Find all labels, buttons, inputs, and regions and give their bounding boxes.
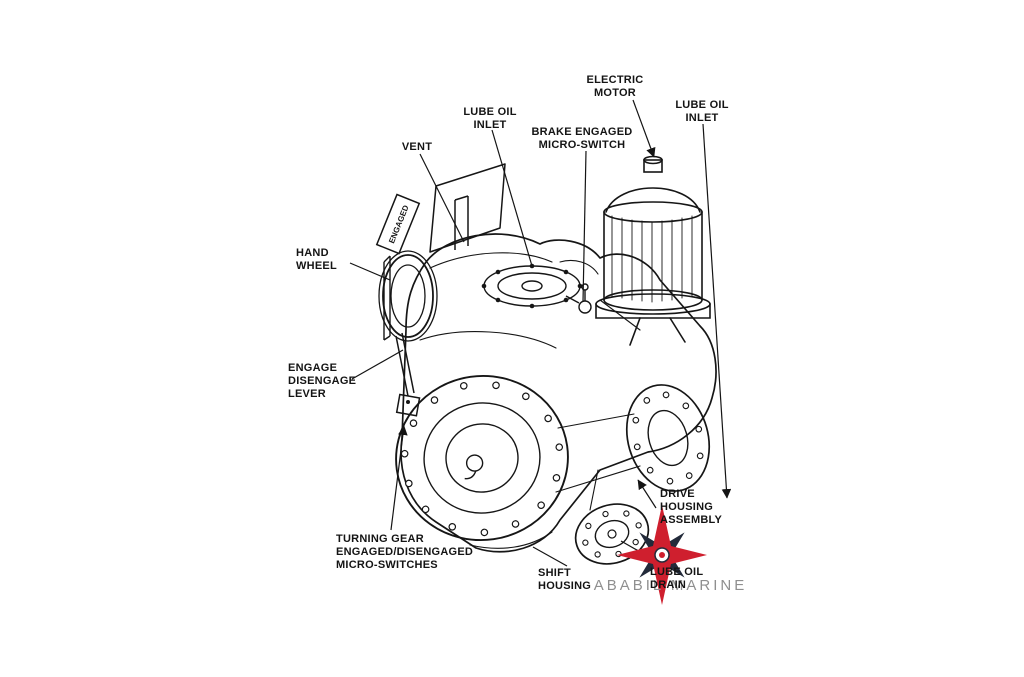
leader-turning-gear [390,425,408,531]
brake-micro-switch-part [565,283,592,314]
leader-hand-wheel [349,262,391,281]
label-brake-engaged-micro-switch: BRAKE ENGAGED MICRO-SWITCH [531,126,633,151]
watermark-text: ABABIL MARINE [593,577,748,594]
label-electric-motor: ELECTRIC MOTOR [586,74,644,99]
label-engage-disengage-lever: ENGAGE DISENGAGE LEVER [288,362,357,400]
leader-brake-micro-switch [582,150,587,303]
compass-center-dot [659,552,665,558]
label-shift-housing: SHIFT HOUSING [538,567,592,592]
gear-housing-body [400,233,717,553]
engaged-plate: ENGAGED [375,193,421,255]
drive-housing-flange [625,384,711,492]
leader-electric-motor [632,99,656,158]
watermark-compass-logo [617,505,707,605]
label-lube-oil-drain: LUBE OIL DRAIN [650,566,704,591]
top-flange [481,263,583,309]
label-vent: VENT [401,141,433,153]
leader-lube-oil-inlet-right [702,123,732,499]
leader-drive-housing [637,479,657,509]
label-lube-oil-inlet-right: LUBE OIL INLET [675,99,729,124]
engage-lever-part [395,332,421,417]
label-turning-gear-micro-switches: TURNING GEAR ENGAGED/DISENGAGED MICRO-SW… [336,533,474,571]
leader-shift-housing [532,546,568,567]
label-lube-oil-inlet-left: LUBE OIL INLET [463,106,517,131]
hand-wheel-part [378,250,438,342]
leader-engage-lever [351,349,404,380]
label-drive-housing-assembly: DRIVE HOUSING ASSEMBLY [660,488,723,526]
vent-part [429,163,506,253]
label-hand-wheel: HAND WHEEL [296,247,337,272]
turning-gear-housing [395,374,569,542]
shift-housing-flange [574,503,650,565]
leader-lube-oil-inlet-left [491,129,533,267]
leader-vent [419,153,465,243]
